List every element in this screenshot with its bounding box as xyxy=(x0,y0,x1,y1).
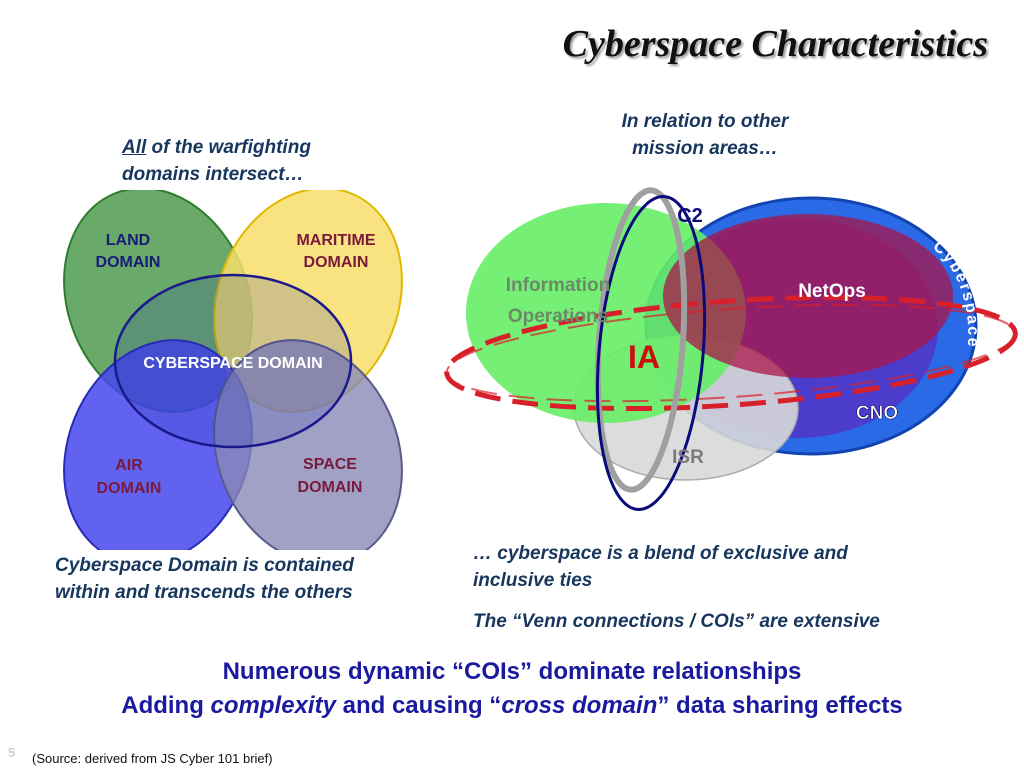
air-label-1: AIR xyxy=(115,457,143,474)
c2-label: C2 xyxy=(677,205,703,227)
left-caption-top-rest: of the warfighting xyxy=(146,137,311,158)
land-label-1: LAND xyxy=(106,232,150,249)
right-caption-bottom-line2: inclusive ties xyxy=(473,570,593,591)
information-operations-label-2: Operations xyxy=(508,306,608,327)
isr-label: ISR xyxy=(672,447,704,468)
right-caption-top: In relation to other mission areas… xyxy=(585,108,825,162)
left-caption-top-line2: domains intersect… xyxy=(122,164,304,185)
space-label-2: DOMAIN xyxy=(298,479,363,496)
air-label-2: DOMAIN xyxy=(97,480,162,497)
warfighting-domains-venn: LAND DOMAIN MARITIME DOMAIN CYBERSPACE D… xyxy=(63,190,403,550)
ia-dashed-ellipse-inner xyxy=(445,303,1017,403)
cyberspace-domain-label: CYBERSPACE DOMAIN xyxy=(143,355,322,372)
footer-line2-c: and causing “ xyxy=(335,692,502,719)
all-emphasis: All xyxy=(122,137,147,158)
ia-label: IA xyxy=(628,339,660,375)
cno-label: CNO xyxy=(856,403,898,424)
netops-label: NetOps xyxy=(798,281,866,302)
right-caption-top-line1: In relation to other xyxy=(621,111,789,132)
mission-areas-diagram: Cyberspace C2 Information Operations Net… xyxy=(444,187,1018,511)
maritime-label-1: MARITIME xyxy=(296,232,375,249)
maritime-label-2: DOMAIN xyxy=(304,254,369,271)
left-caption-bottom-line1: Cyberspace Domain is contained xyxy=(55,555,354,576)
land-label-2: DOMAIN xyxy=(96,254,161,271)
source-note: (Source: derived from JS Cyber 101 brief… xyxy=(32,751,273,766)
footer-statement-line2: Adding complexity and causing “cross dom… xyxy=(0,689,1024,723)
c2-ellipse xyxy=(595,195,707,511)
left-caption-top: All of the warfighting domains intersect… xyxy=(122,134,311,188)
footer-line2-cross-domain: cross domain xyxy=(501,692,658,719)
information-operations-label-1: Information xyxy=(506,275,611,296)
left-caption-bottom-line2: within and transcends the others xyxy=(55,582,353,603)
right-caption-top-line2: mission areas… xyxy=(632,138,778,159)
footer-line2-complexity: complexity xyxy=(210,692,336,719)
right-caption-bottom: … cyberspace is a blend of exclusive and… xyxy=(473,540,848,594)
cyberspace-domain-ellipse xyxy=(113,273,353,449)
footer-line2-e: ” data sharing effects xyxy=(657,692,903,719)
left-caption-bottom: Cyberspace Domain is contained within an… xyxy=(55,552,354,606)
right-caption-bottom-line1: … cyberspace is a blend of exclusive and xyxy=(473,543,848,564)
page-number: 5 xyxy=(8,745,16,760)
footer-statement-line1: Numerous dynamic “COIs” dominate relatio… xyxy=(222,658,802,685)
right-caption-bottom-line3: The “Venn connections / COIs” are extens… xyxy=(473,611,880,632)
footer-line2-a: Adding xyxy=(121,692,211,719)
space-domain-ellipse xyxy=(213,339,403,550)
space-label-1: SPACE xyxy=(303,456,357,473)
slide-title: Cyberspace Characteristics xyxy=(562,23,988,65)
